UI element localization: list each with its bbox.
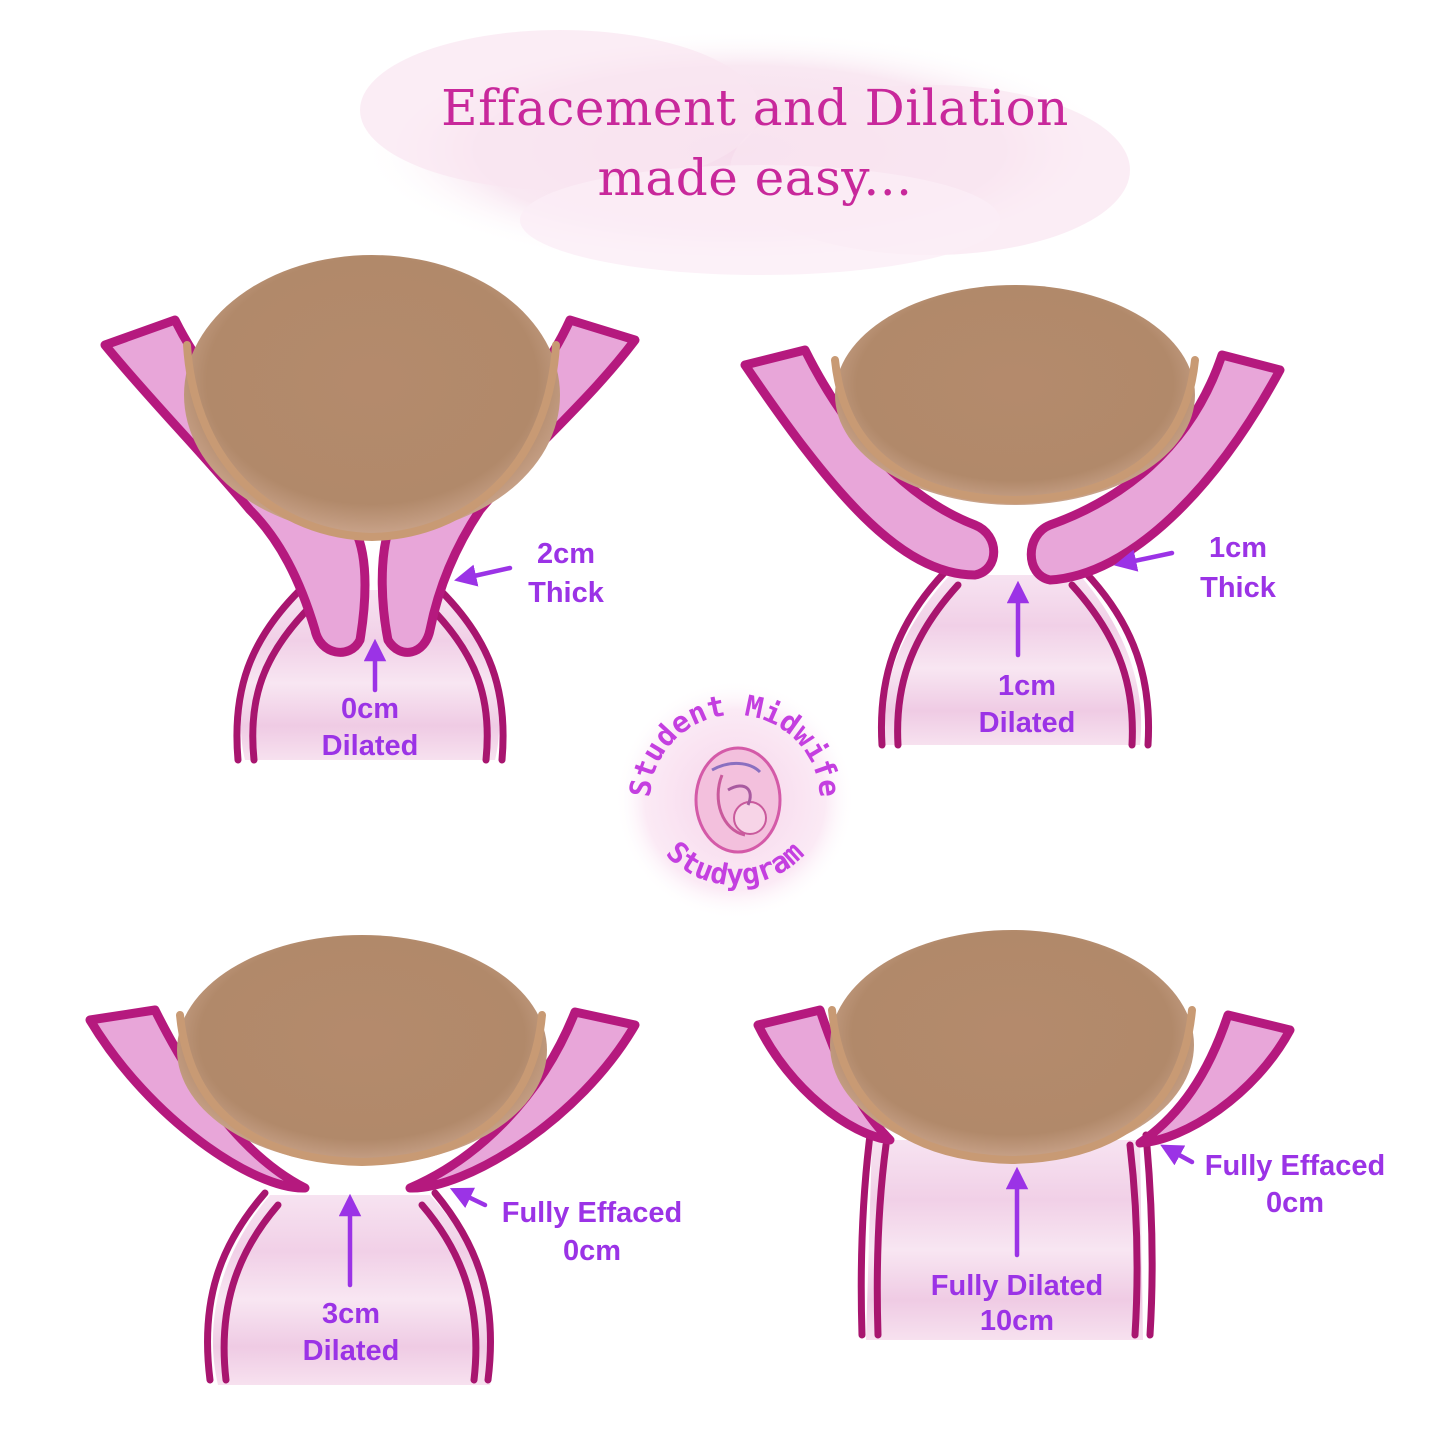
- panel-1-dilation-label-2: Dilated: [322, 730, 419, 762]
- panel-4-dilation-label-1: Fully Dilated: [931, 1270, 1103, 1302]
- panel-3-canal-wall-right-inner: [418, 1201, 480, 1384]
- panel-3-canal-wall-right: [431, 1189, 494, 1384]
- panel-4-thickness-label-2: 0cm: [1266, 1187, 1324, 1219]
- panel-2-thickness-label-1: 1cm: [1209, 532, 1267, 564]
- panel-3-thickness-arrow: [449, 1187, 488, 1209]
- panel-1-canal-wall-left-inner: [249, 601, 316, 764]
- panel-1-canal-wall-right: [436, 586, 507, 764]
- panel-1-canal-wall-left: [233, 586, 304, 764]
- panel-1-baby-head: [184, 255, 560, 535]
- panel-3-dilation-label-1: 3cm: [322, 1298, 380, 1330]
- panel-4-baby-head: [830, 930, 1194, 1160]
- panel-2-dilation-label-1: 1cm: [998, 670, 1056, 702]
- panel-4-diagram: [753, 930, 1295, 1340]
- panel-4-head-rim: [828, 1006, 1196, 1165]
- panel-3-canal: [212, 1195, 494, 1385]
- panel-3-baby-head: [177, 935, 547, 1165]
- panel-4-dilation-label-2: 10cm: [980, 1305, 1054, 1337]
- panel-3-thickness-label-2: 0cm: [563, 1235, 621, 1267]
- panel-1-thickness-label-1: 2cm: [537, 538, 595, 570]
- panel-1-thickness-arrow: [454, 564, 513, 587]
- panel-2-diagram: [740, 285, 1285, 749]
- panel-2-canal-wall-left: [877, 568, 949, 749]
- panel-4-canal-wall-right-inner: [1126, 1141, 1141, 1339]
- panel-4-thickness-arrow: [1160, 1144, 1195, 1166]
- panel-2-baby-head: [835, 285, 1195, 505]
- fetus-in-womb-icon: [694, 746, 782, 854]
- panel-1-thickness-label-2: Thick: [528, 577, 605, 609]
- panel-1-dilation-label-1: 0cm: [341, 693, 399, 725]
- panel-2-dilation-label-2: Dilated: [979, 707, 1076, 739]
- panel-3-canal-wall-left-inner: [220, 1201, 282, 1384]
- panel-3-canal-wall-left: [204, 1189, 269, 1384]
- panel-1-diagram: [100, 255, 640, 764]
- panel-2-head-rim: [831, 356, 1199, 505]
- panel-4-canal: [866, 1140, 1143, 1340]
- title-line-1: Effacement and Dilation: [441, 79, 1069, 137]
- panel-4-thickness-label-1: Fully Effaced: [1205, 1150, 1386, 1182]
- panel-3-head-rim: [176, 1011, 546, 1167]
- panel-3-thickness-label-1: Fully Effaced: [502, 1197, 683, 1229]
- panel-1-canal: [240, 590, 500, 760]
- panel-4-cervix-right: [1135, 1010, 1295, 1148]
- panel-1-canal-wall-right-inner: [424, 601, 491, 764]
- panel-4-canal-wall-left-inner: [873, 1141, 890, 1339]
- panel-1-head-rim: [183, 341, 560, 542]
- panel-4-canal-wall-right: [1142, 1131, 1156, 1339]
- panel-3-diagram: [85, 935, 640, 1385]
- panel-3-dilation-label-2: Dilated: [303, 1335, 400, 1367]
- panel-4-canal-wall-left: [857, 1131, 874, 1339]
- panel-2-canal-wall-left-inner: [894, 581, 962, 749]
- panel-2-canal-wall-right-inner: [1068, 581, 1136, 749]
- logo: Student Midwife Studygram: [615, 680, 855, 920]
- panel-2-thickness-arrow: [1113, 549, 1175, 572]
- title-cloud: [360, 30, 1130, 275]
- panel-2-thickness-label-2: Thick: [1200, 572, 1277, 604]
- title-line-2: made easy...: [597, 149, 912, 207]
- panel-2-canal: [883, 575, 1142, 745]
- panel-2-canal-wall-right: [1081, 568, 1153, 749]
